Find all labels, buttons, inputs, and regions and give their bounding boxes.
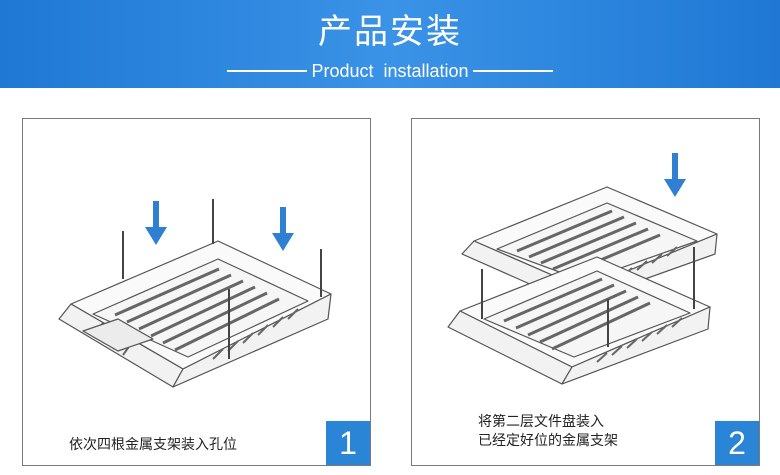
header-banner: 产品安装 Product installation [0,0,780,88]
step-1-caption: 依次四根金属支架装入孔位 [69,437,237,453]
step-2-panel: 将第二层文件盘装入 已经定好位的金属支架 2 [411,118,760,466]
step-1-number-badge: 1 [326,421,370,465]
subtitle-rule-right [472,70,553,72]
step-1-panel: 依次四根金属支架装入孔位 1 [22,118,371,466]
subtitle-text: Product installation [311,60,469,81]
down-arrow-icon [145,201,294,251]
step-2-illustration [447,153,718,385]
page-subtitle: Product installation [0,60,780,82]
down-arrow-icon [664,153,686,197]
page-title: 产品安装 [318,12,462,52]
step-2-caption: 将第二层文件盘装入 已经定好位的金属支架 [478,414,618,449]
step-1-illustration [58,199,332,388]
step-2-number-badge: 2 [715,421,759,465]
subtitle-rule-left [227,70,308,72]
